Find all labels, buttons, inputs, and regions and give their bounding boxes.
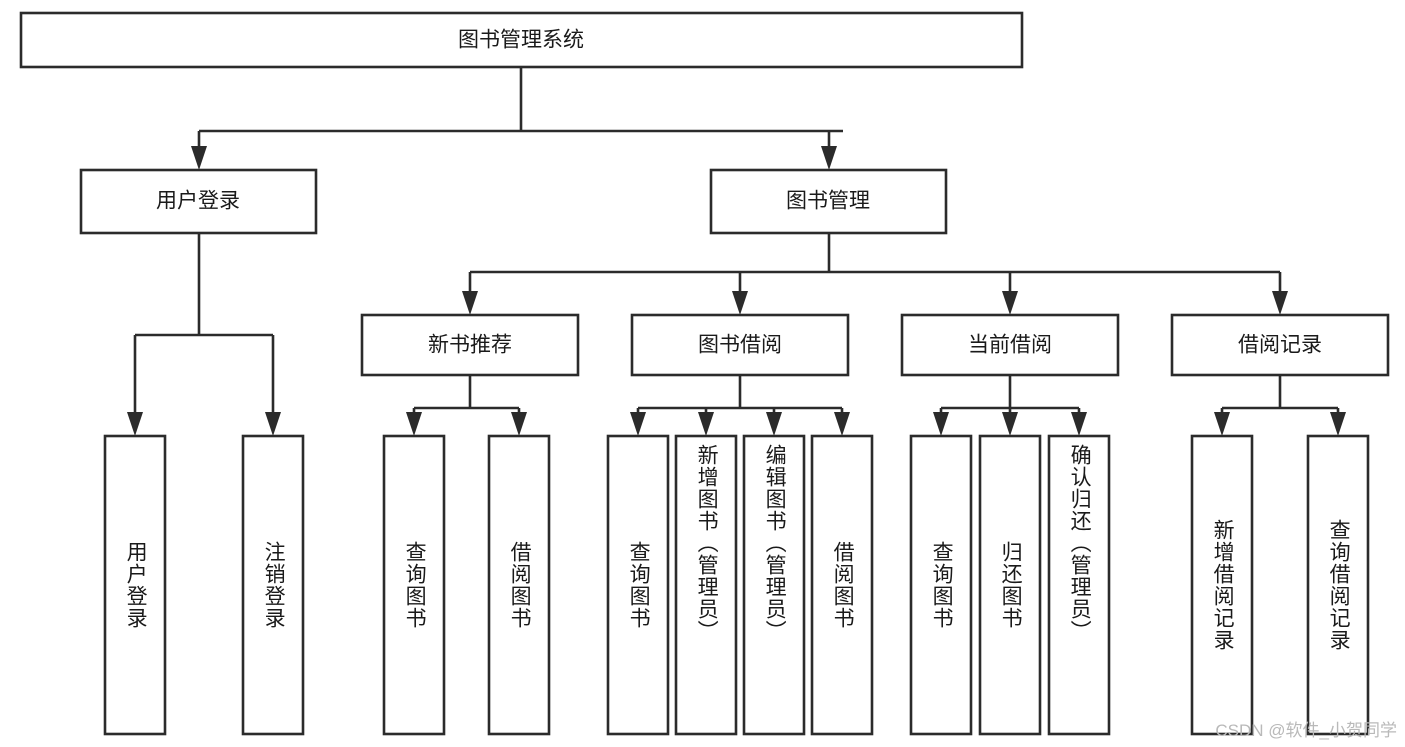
arrow-head-leaf-br-1 [1214,412,1230,436]
node-current-borrow-box[interactable] [900,313,1120,377]
node-user-login-label: 用户登录 [156,190,240,213]
arrow-head-leaf-nb-1 [406,412,422,436]
leaf-box-book-borrow-1[interactable] [606,434,670,736]
node-book-borrow-box[interactable] [630,313,850,377]
arrow-head-borrow-record [1272,291,1288,315]
arrow-head-leaf-cb-1 [933,412,949,436]
node-borrow-record-label: 借阅记录 [1238,334,1322,357]
node-book-manage[interactable]: 图书管理 [709,168,948,235]
connector-group-user-login [127,233,281,436]
leaf-box-user-login-2[interactable] [241,434,305,736]
arrow-head-book-manage [821,146,837,170]
arrow-head-user-login [191,146,207,170]
leaf-box-book-borrow-3[interactable] [742,434,806,736]
node-user-login-box[interactable] [79,168,318,235]
node-new-book-recommend-box[interactable] [360,313,580,377]
node-current-borrow-label: 当前借阅 [968,334,1052,357]
leaf-box-borrow-record-2[interactable] [1306,434,1370,736]
leaf-box-new-book-1[interactable] [382,434,446,736]
node-book-manage-box[interactable] [709,168,948,235]
leaf-box-current-borrow-3[interactable] [1047,434,1111,736]
arrow-head-book-borrow [732,291,748,315]
arrow-head-leaf-bb-3 [766,412,782,436]
node-current-borrow[interactable]: 当前借阅 [900,313,1120,377]
leaf-box-current-borrow-2[interactable] [978,434,1042,736]
arrow-head-leaf-cb-2 [1002,412,1018,436]
arrow-head-new-book [462,291,478,315]
node-borrow-record-box[interactable] [1170,313,1390,377]
connector-group-current-borrow [933,375,1087,436]
arrow-head-leaf-nb-2 [511,412,527,436]
node-book-borrow[interactable]: 图书借阅 [630,313,850,377]
node-user-login[interactable]: 用户登录 [79,168,318,235]
connector-group-root [191,67,843,170]
node-book-borrow-label: 图书借阅 [698,334,782,357]
arrow-head-leaf-ul-1 [127,412,143,436]
node-new-book-recommend-label: 新书推荐 [428,334,512,357]
arrow-head-leaf-bb-1 [630,412,646,436]
watermark-text: CSDN @软件_小贺同学 [1215,721,1397,740]
leaf-box-current-borrow-1[interactable] [909,434,973,736]
arrow-head-leaf-cb-3 [1071,412,1087,436]
arrow-head-leaf-ul-2 [265,412,281,436]
leaf-box-book-borrow-4[interactable] [810,434,874,736]
connector-group-book-borrow [630,375,850,436]
node-borrow-record[interactable]: 借阅记录 [1170,313,1390,377]
node-book-manage-label: 图书管理 [786,190,870,213]
connector-group-borrow-record [1214,375,1346,436]
node-root-label: 图书管理系统 [458,29,584,52]
arrow-head-current-borrow [1002,291,1018,315]
node-new-book-recommend[interactable]: 新书推荐 [360,313,580,377]
arrow-head-leaf-br-2 [1330,412,1346,436]
arrow-head-leaf-bb-2 [698,412,714,436]
leaf-box-new-book-2[interactable] [487,434,551,736]
connector-group-new-book [406,375,527,436]
node-root-box[interactable] [19,11,1024,69]
leaf-box-borrow-record-1[interactable] [1190,434,1254,736]
arrow-head-leaf-bb-4 [834,412,850,436]
node-root[interactable]: 图书管理系统 [19,11,1024,69]
leaf-box-user-login-1[interactable] [103,434,167,736]
leaf-box-book-borrow-2[interactable] [674,434,738,736]
connector-group-book-manage [462,233,1288,315]
